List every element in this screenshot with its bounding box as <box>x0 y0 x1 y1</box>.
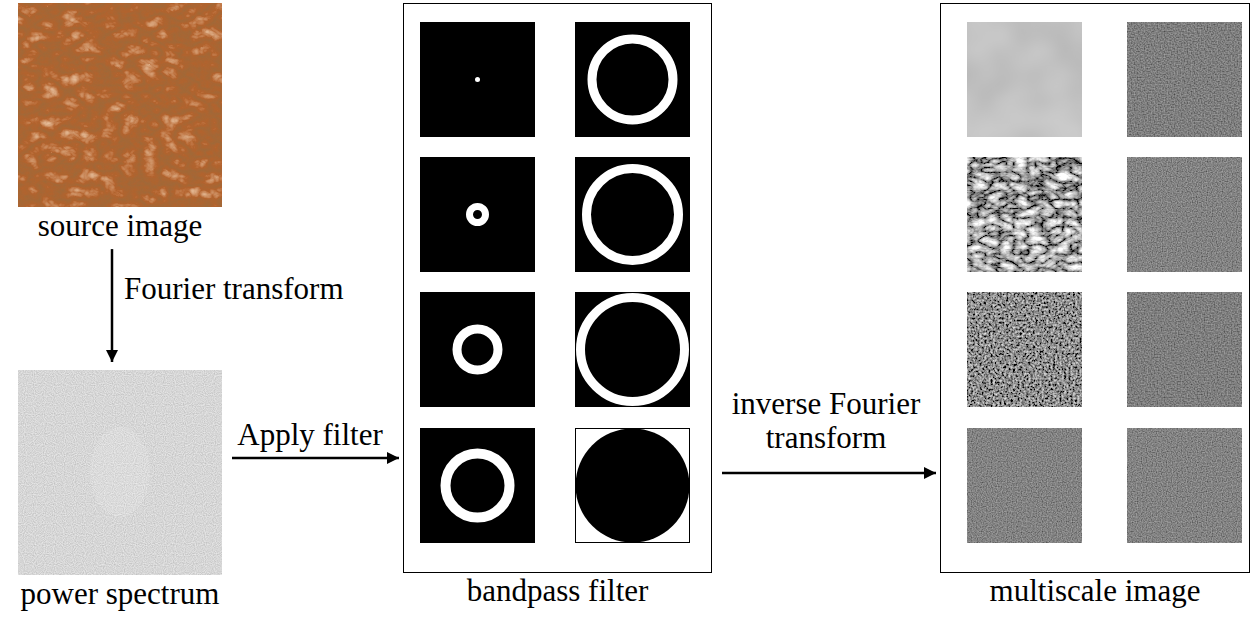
node-caption: source image <box>38 209 202 243</box>
spectrum-center <box>90 427 150 517</box>
mask-tile <box>420 428 535 543</box>
mask-ring <box>446 454 510 518</box>
node-caption: multiscale image <box>990 574 1201 608</box>
scale-tile <box>1127 22 1242 137</box>
mask-tile <box>420 22 535 137</box>
caption-slot: multiscale image <box>990 574 1201 608</box>
edge-label: Apply filter <box>237 418 383 452</box>
mask-dot <box>475 77 480 82</box>
edge-label: inverse Fourier transform <box>715 387 937 455</box>
caption-slot: source image <box>38 209 202 243</box>
flow-arrow <box>111 249 114 362</box>
mask-ring <box>592 39 673 120</box>
multiscale-tiles <box>967 22 1242 543</box>
mask-ring <box>587 169 679 261</box>
mask-disk <box>576 429 690 543</box>
image-tile: power spectrum <box>18 370 222 575</box>
scale-tile <box>1127 292 1242 407</box>
filter-masks <box>420 22 690 543</box>
mask-tile <box>420 157 535 272</box>
caption-slot: bandpass filter <box>467 574 649 608</box>
edge-label-slot: Apply filter <box>237 418 383 452</box>
filter-panel: bandpass filter <box>403 3 712 573</box>
node-caption: power spectrum <box>21 577 220 611</box>
scale-tile <box>1127 157 1242 272</box>
image-tile: source image <box>18 3 222 207</box>
mask-ring <box>457 329 498 370</box>
scale-tile <box>1127 428 1242 543</box>
mask-ring <box>581 298 685 402</box>
mask-tile <box>420 292 535 407</box>
power-spectrum-image <box>18 370 222 575</box>
node-caption: bandpass filter <box>467 574 649 608</box>
mask-ring <box>470 207 486 223</box>
mask-tile <box>575 22 690 137</box>
caption-slot: power spectrum <box>21 577 220 611</box>
scale-tile <box>967 157 1082 272</box>
mask-tile <box>575 292 690 407</box>
edge-label-slot: Fourier transform <box>124 272 344 306</box>
scale-tile <box>967 428 1082 543</box>
result-panel: multiscale image <box>940 3 1250 573</box>
edge-label: Fourier transform <box>124 272 344 306</box>
leather-base <box>18 3 222 207</box>
scale-tile <box>967 292 1082 407</box>
leather-texture <box>18 3 222 207</box>
scale-tile <box>967 22 1082 137</box>
mask-tile <box>576 429 690 543</box>
flow-arrow <box>232 457 399 460</box>
edge-label-slot: inverse Fourier transform <box>715 387 937 455</box>
mask-tile <box>575 157 690 272</box>
flow-arrow <box>722 472 936 475</box>
